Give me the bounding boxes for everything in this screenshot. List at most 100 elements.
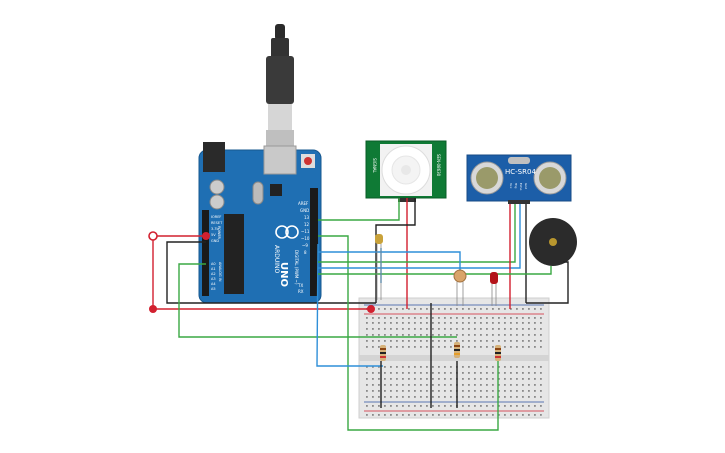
pin-label-rx: RX bbox=[298, 289, 304, 294]
wire-red-5v bbox=[152, 235, 371, 310]
breadboard-hole bbox=[474, 322, 476, 324]
breadboard-hole bbox=[414, 328, 416, 330]
breadboard-hole bbox=[540, 328, 542, 330]
breadboard-hole bbox=[522, 414, 524, 416]
breadboard-hole bbox=[540, 390, 542, 392]
breadboard-hole bbox=[468, 334, 470, 336]
breadboard-hole bbox=[510, 366, 512, 368]
breadboard-hole bbox=[486, 308, 488, 310]
resistor-2[interactable] bbox=[454, 342, 460, 358]
breadboard-hole bbox=[498, 366, 500, 368]
breadboard-hole bbox=[372, 378, 374, 380]
breadboard-hole bbox=[492, 414, 494, 416]
breadboard-hole bbox=[450, 317, 452, 319]
red-led[interactable] bbox=[490, 272, 498, 306]
breadboard-hole bbox=[516, 317, 518, 319]
piezo-buzzer[interactable] bbox=[529, 218, 577, 266]
ultrasonic-sensor-hcsr04[interactable]: HC-SR04 Vcc Trig Echo Gnd bbox=[466, 154, 572, 204]
breadboard-hole bbox=[498, 414, 500, 416]
breadboard-hole bbox=[384, 390, 386, 392]
breadboard-hole bbox=[498, 405, 500, 407]
breadboard-hole bbox=[366, 366, 368, 368]
breadboard-hole bbox=[384, 317, 386, 319]
breadboard-hole bbox=[420, 384, 422, 386]
breadboard-hole bbox=[378, 317, 380, 319]
breadboard-hole bbox=[432, 378, 434, 380]
breadboard-hole bbox=[486, 334, 488, 336]
breadboard[interactable] bbox=[358, 297, 550, 419]
pin-label-a1: A1 bbox=[211, 267, 216, 271]
wire-green-buzzer bbox=[318, 266, 552, 275]
breadboard-hole bbox=[480, 334, 482, 336]
breadboard-hole bbox=[540, 414, 542, 416]
power-header[interactable] bbox=[202, 210, 209, 296]
breadboard-hole bbox=[408, 372, 410, 374]
breadboard-hole bbox=[438, 346, 440, 348]
photoresistor[interactable] bbox=[453, 269, 467, 306]
breadboard-hole bbox=[462, 414, 464, 416]
breadboard-hole bbox=[408, 390, 410, 392]
resistor-1[interactable] bbox=[380, 345, 386, 361]
breadboard-hole bbox=[378, 366, 380, 368]
breadboard-hole bbox=[414, 378, 416, 380]
breadboard-hole bbox=[504, 372, 506, 374]
yellow-led[interactable] bbox=[375, 234, 383, 300]
breadboard-hole bbox=[444, 414, 446, 416]
arduino-brand: ARDUINO bbox=[273, 245, 280, 274]
usb-cable[interactable] bbox=[266, 24, 294, 156]
breadboard-hole bbox=[402, 405, 404, 407]
breadboard-hole bbox=[396, 366, 398, 368]
breadboard-hole bbox=[432, 405, 434, 407]
breadboard-hole bbox=[432, 317, 434, 319]
breadboard-hole bbox=[366, 396, 368, 398]
arduino-model: UNO bbox=[278, 262, 289, 287]
ultrasonic-pin-echo: Echo bbox=[519, 183, 523, 190]
breadboard-hole bbox=[426, 328, 428, 330]
breadboard-hole bbox=[396, 405, 398, 407]
usb-chip bbox=[270, 184, 282, 196]
breadboard-hole bbox=[390, 396, 392, 398]
breadboard-hole bbox=[426, 414, 428, 416]
breadboard-hole bbox=[366, 414, 368, 416]
breadboard-hole bbox=[402, 308, 404, 310]
breadboard-hole bbox=[534, 384, 536, 386]
breadboard-hole bbox=[372, 340, 374, 342]
breadboard-hole bbox=[516, 322, 518, 324]
breadboard-hole bbox=[432, 340, 434, 342]
breadboard-hole bbox=[444, 308, 446, 310]
breadboard-hole bbox=[366, 340, 368, 342]
breadboard-hole bbox=[366, 405, 368, 407]
breadboard-hole bbox=[498, 340, 500, 342]
breadboard-hole bbox=[396, 328, 398, 330]
wires bbox=[152, 198, 569, 431]
breadboard-hole bbox=[492, 378, 494, 380]
breadboard-hole bbox=[450, 396, 452, 398]
breadboard-hole bbox=[480, 366, 482, 368]
arduino-uno-board[interactable]: ARDUINO UNO AREF GND 13 12 ~11 ~10 ~9 8 … bbox=[198, 142, 322, 304]
digital-header[interactable] bbox=[310, 188, 318, 296]
breadboard-hole bbox=[522, 366, 524, 368]
breadboard-hole bbox=[492, 384, 494, 386]
breadboard-hole bbox=[396, 384, 398, 386]
breadboard-hole bbox=[396, 308, 398, 310]
wire-green-trig bbox=[318, 235, 499, 431]
breadboard-hole bbox=[462, 346, 464, 348]
junction-red-2 bbox=[202, 232, 210, 240]
breadboard-hole bbox=[414, 390, 416, 392]
breadboard-hole bbox=[462, 317, 464, 319]
breadboard-hole bbox=[384, 340, 386, 342]
breadboard-hole bbox=[438, 334, 440, 336]
breadboard-hole bbox=[486, 328, 488, 330]
breadboard-hole bbox=[372, 328, 374, 330]
breadboard-hole bbox=[426, 340, 428, 342]
breadboard-hole bbox=[468, 340, 470, 342]
resistor-3[interactable] bbox=[495, 345, 501, 361]
breadboard-hole bbox=[450, 366, 452, 368]
breadboard-hole bbox=[396, 317, 398, 319]
breadboard-hole bbox=[402, 378, 404, 380]
breadboard-hole bbox=[498, 334, 500, 336]
breadboard-hole bbox=[414, 372, 416, 374]
breadboard-hole bbox=[378, 328, 380, 330]
usb-port bbox=[263, 145, 297, 175]
pir-motion-sensor[interactable]: SIGNAL SEN-08630 bbox=[365, 140, 447, 202]
